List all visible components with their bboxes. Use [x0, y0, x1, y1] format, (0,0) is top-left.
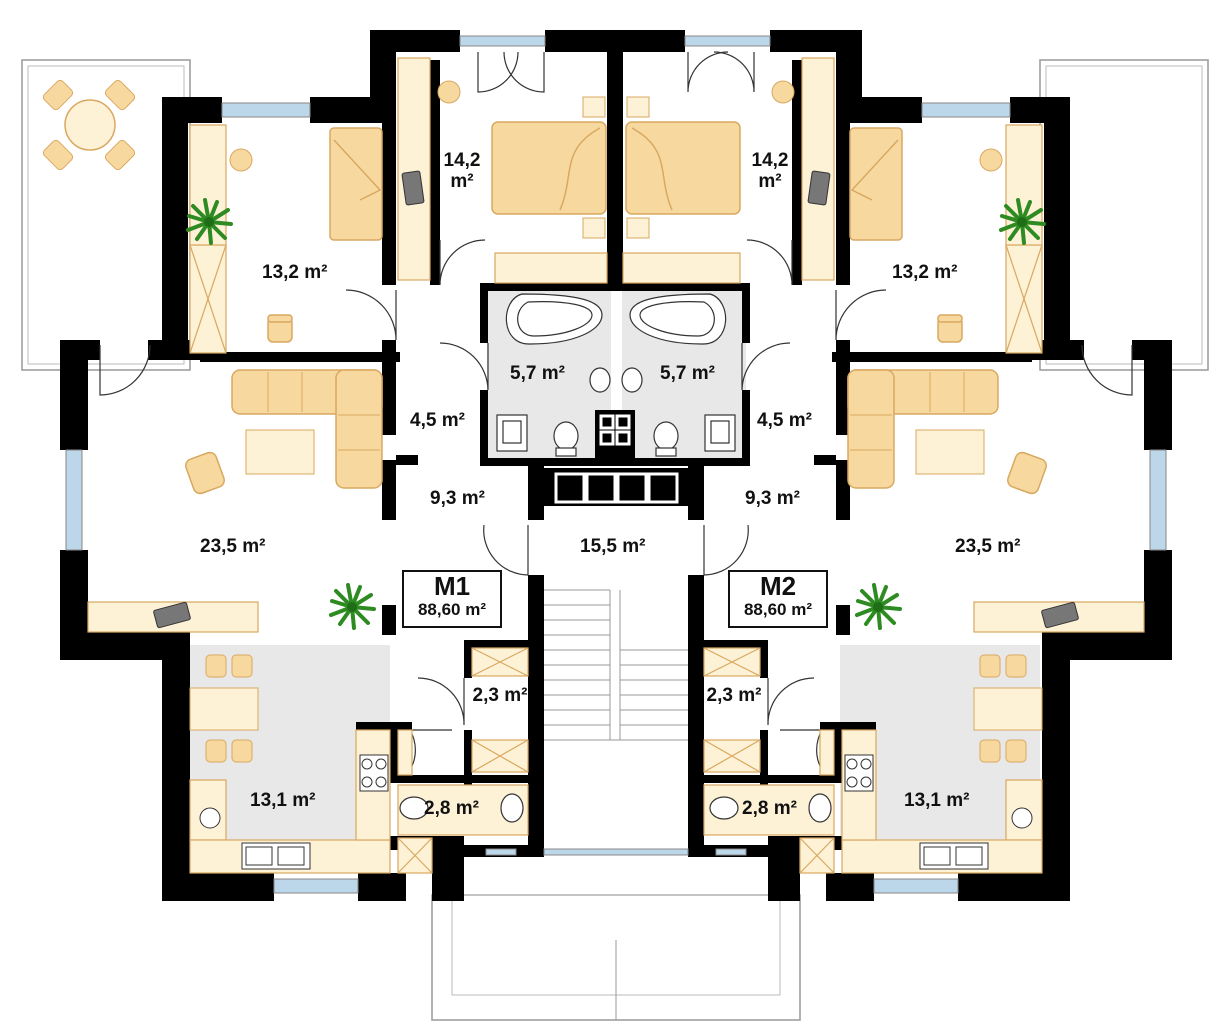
room-area-hall-right: 9,3 m² — [745, 488, 800, 509]
plant-icon-living-right — [855, 583, 902, 630]
unit-area: 88,60 m² — [417, 600, 487, 619]
room-area-living-left: 23,5 m² — [200, 536, 266, 557]
unit-label-m2: M2 88,60 m² — [728, 570, 828, 628]
door-swings — [99, 51, 1133, 771]
wardrobes — [189, 244, 1043, 874]
room-area-hall-small-left: 4,5 m² — [410, 410, 465, 431]
room-area-bedroom-left: 13,2 m² — [262, 262, 328, 283]
kitchen-fixtures — [199, 754, 1033, 870]
room-area-storage-left: 2,3 m² — [472, 685, 528, 706]
room-area-kitchen-left: 13,1 m² — [250, 790, 316, 811]
balcony-left — [21, 59, 191, 371]
room-area-hall-left: 9,3 m² — [430, 488, 485, 509]
entrance-canopy — [431, 894, 801, 1021]
chairs — [183, 80, 1049, 763]
room-area-wc-right: 2,8 m² — [742, 798, 797, 819]
windows — [65, 35, 1167, 894]
room-area-bedroom-top-right: 14,2 m² — [751, 150, 789, 192]
staircase-steps — [544, 589, 688, 741]
plant-icon-living-left — [329, 583, 376, 630]
unit-label-m1: M1 88,60 m² — [402, 570, 502, 628]
room-area-kitchen-right: 13,1 m² — [904, 790, 970, 811]
room-area-living-right: 23,5 m² — [955, 536, 1021, 557]
unit-area: 88,60 m² — [743, 600, 813, 619]
room-area-staircase: 15,5 m² — [580, 536, 646, 557]
room-area-bedroom-right: 13,2 m² — [892, 262, 958, 283]
room-area-storage-right: 2,3 m² — [706, 685, 762, 706]
room-area-bathroom-left: 5,7 m² — [510, 363, 565, 384]
stair-openings — [554, 414, 679, 504]
room-area-wc-left: 2,8 m² — [424, 798, 479, 819]
beds — [329, 96, 903, 241]
unit-name: M1 — [433, 571, 471, 601]
room-area-bathroom-right: 5,7 m² — [660, 363, 715, 384]
laptops — [153, 170, 1079, 629]
room-area-bedroom-top-left: 14,2 m² — [443, 150, 481, 192]
sofas — [231, 369, 999, 489]
room-area-hall-small-right: 4,5 m² — [757, 410, 812, 431]
unit-name: M2 — [759, 571, 797, 601]
bath-fixtures — [399, 293, 832, 823]
